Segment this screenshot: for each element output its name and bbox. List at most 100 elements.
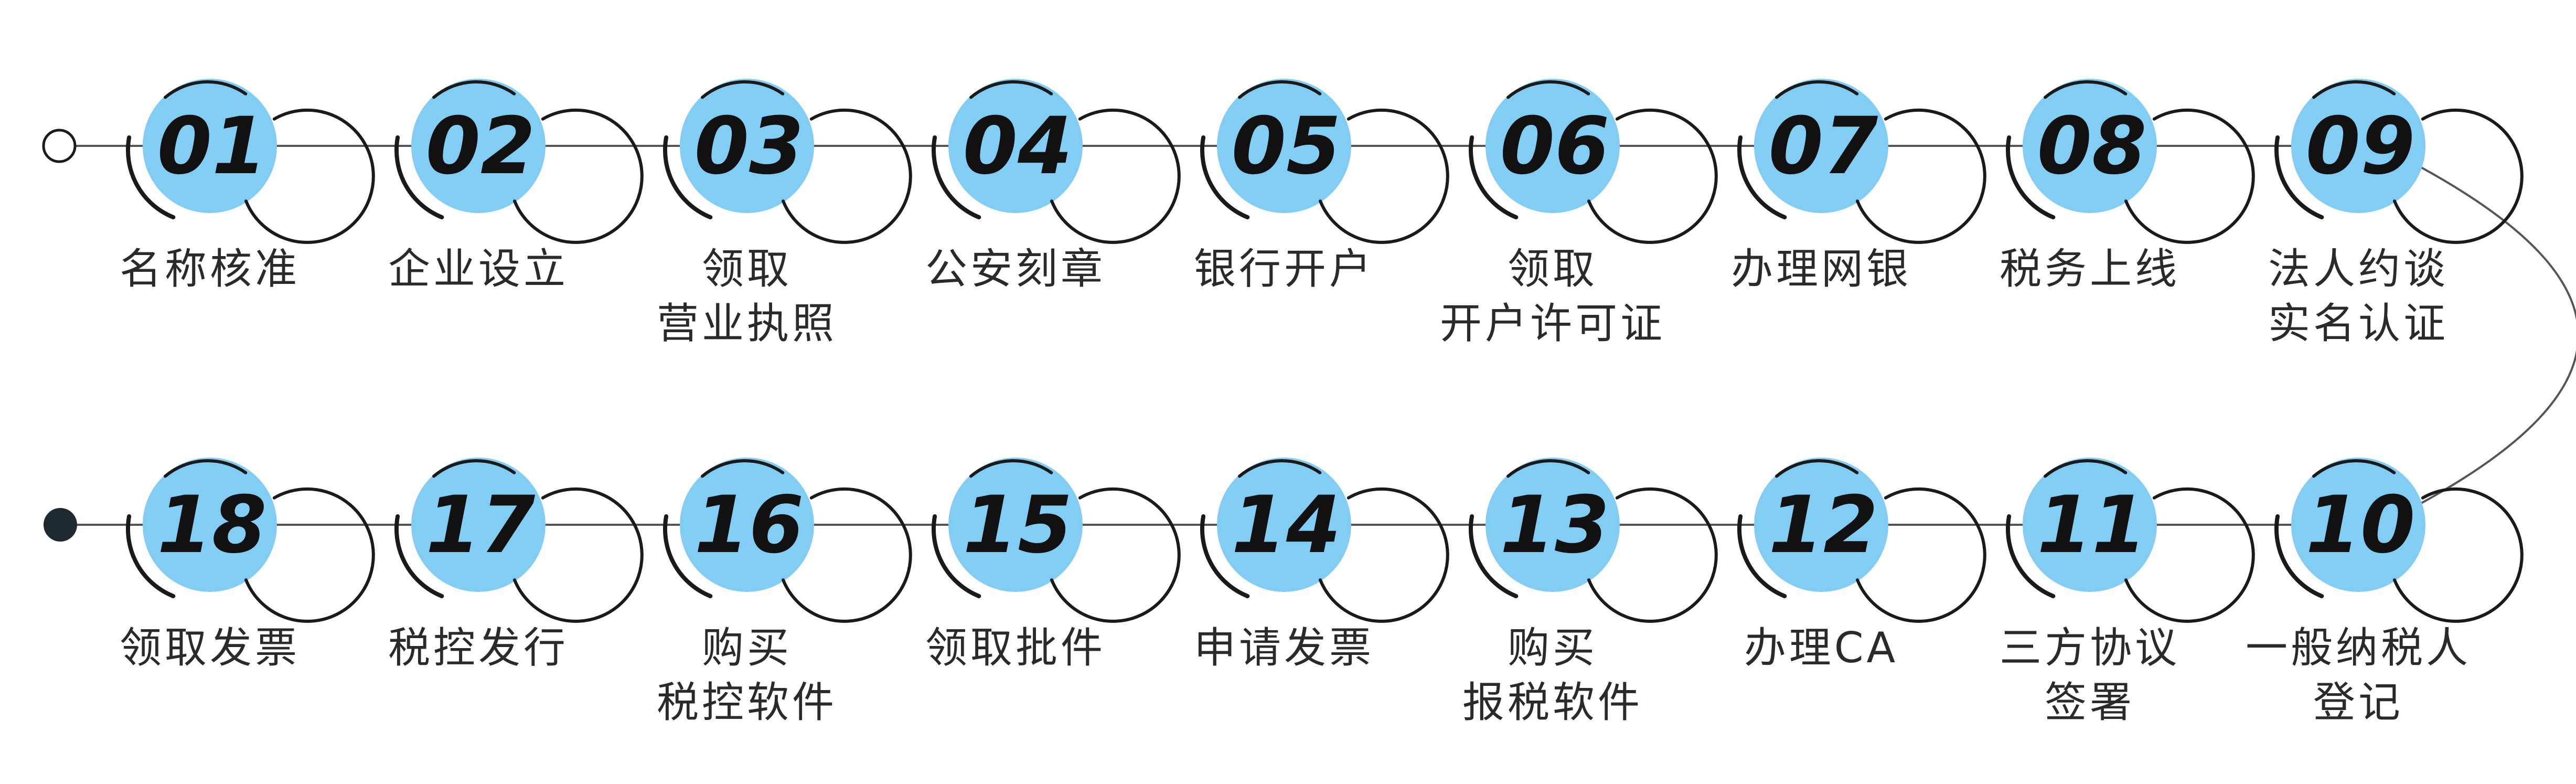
- brush-arc-left: [1737, 514, 1787, 598]
- step-number: 04: [963, 101, 1073, 192]
- step-number: 15: [963, 480, 1073, 571]
- step-number: 11: [2037, 480, 2147, 571]
- brush-arc-left: [2006, 514, 2056, 598]
- step-label-line: 购买: [702, 623, 792, 672]
- step-number: 03: [694, 101, 804, 192]
- brush-arc-left: [2274, 514, 2324, 598]
- step-number: 08: [2037, 101, 2147, 192]
- step-label-line: 报税软件: [1462, 678, 1643, 727]
- brush-arc-top: [1506, 459, 1590, 478]
- steps-layer: 01名称核准02企业设立03领取营业执照04公安刻章05银行开户06领取开户许可…: [120, 79, 2524, 727]
- step-label-line: 法人约谈: [2268, 245, 2449, 293]
- brush-arc-top: [1775, 80, 1859, 99]
- step-circle: [948, 458, 1083, 592]
- brush-arc-right: [1319, 487, 1449, 623]
- brush-arc-top: [2044, 459, 2128, 478]
- step-circle: [680, 458, 814, 592]
- step-circle: [1754, 458, 1888, 592]
- step-14: 14 申请发票: [1194, 458, 1449, 672]
- step-label-line: 签署: [2045, 678, 2135, 727]
- brush-arc-left: [1737, 135, 1787, 219]
- brush-arc-top: [701, 80, 785, 99]
- brush-arc-right: [244, 108, 375, 244]
- step-label-line: 办理网银: [1731, 245, 1911, 293]
- brush-arc-left: [2274, 135, 2324, 219]
- brush-arc-top: [432, 459, 516, 478]
- brush-arc-right: [2393, 108, 2524, 244]
- step-number: 14: [1232, 480, 1341, 571]
- step-circle: [680, 79, 814, 213]
- step-15: 15 领取批件: [925, 458, 1181, 672]
- step-label-line: 税务上线: [2000, 245, 2180, 293]
- step-circle: [1217, 458, 1351, 592]
- step-number: 02: [426, 101, 536, 192]
- row-turn-curve: [2420, 166, 2576, 505]
- brush-arc-top: [1775, 459, 1859, 478]
- brush-arc-left: [932, 135, 981, 219]
- brush-arc-top: [701, 459, 785, 478]
- brush-arc-left: [1469, 135, 1519, 219]
- step-number: 17: [426, 480, 536, 571]
- brush-arc-left: [394, 135, 444, 219]
- step-label-line: 税控发行: [388, 623, 569, 672]
- brush-arc-top: [1238, 80, 1322, 99]
- step-label-line: 一般纳税人: [2246, 623, 2471, 672]
- brush-arc-left: [2006, 135, 2056, 219]
- brush-arc-top: [164, 459, 248, 478]
- brush-arc-top: [2044, 80, 2128, 99]
- brush-arc-left: [1200, 135, 1250, 219]
- step-circle: [1485, 79, 1620, 213]
- brush-arc-left: [932, 514, 981, 598]
- step-circle: [1485, 458, 1620, 592]
- brush-arc-left: [126, 514, 176, 598]
- step-circle: [2291, 458, 2425, 592]
- step-number: 07: [1769, 101, 1878, 192]
- step-label-line: 营业执照: [657, 299, 837, 348]
- brush-arc-right: [782, 108, 912, 244]
- step-label-line: 领取批件: [925, 623, 1106, 672]
- brush-arc-right: [1856, 487, 1986, 623]
- step-circle: [411, 79, 546, 213]
- step-label-line: 银行开户: [1194, 245, 1374, 293]
- brush-arc-right: [2124, 487, 2255, 623]
- step-07: 07 办理网银: [1731, 79, 1986, 293]
- step-08: 08 税务上线: [2000, 79, 2255, 293]
- step-label-line: 办理CA: [1744, 623, 1899, 672]
- step-label-line: 申请发票: [1194, 623, 1374, 672]
- brush-arc-left: [663, 135, 713, 219]
- brush-arc-right: [513, 108, 644, 244]
- brush-arc-right: [1050, 487, 1181, 623]
- brush-arc-left: [1469, 514, 1519, 598]
- step-12: 12 办理CA: [1737, 458, 1986, 672]
- start-dot: [42, 129, 77, 163]
- brush-arc-top: [2312, 80, 2396, 99]
- brush-arc-left: [663, 514, 713, 598]
- brush-arc-right: [1856, 108, 1986, 244]
- step-number: 18: [157, 480, 267, 571]
- step-number: 13: [1500, 480, 1610, 571]
- step-number: 10: [2306, 480, 2415, 571]
- step-circle: [2023, 79, 2157, 213]
- step-number: 12: [1769, 480, 1878, 571]
- step-number: 09: [2306, 101, 2415, 192]
- brush-arc-top: [969, 459, 1053, 478]
- step-label-line: 实名认证: [2268, 299, 2449, 348]
- brush-arc-right: [1587, 108, 1718, 244]
- step-label-line: 购买: [1508, 623, 1598, 672]
- brush-arc-right: [1050, 108, 1181, 244]
- step-circle: [143, 79, 277, 213]
- step-number: 06: [1500, 101, 1610, 192]
- brush-arc-right: [513, 487, 644, 623]
- step-label-line: 领取: [1508, 245, 1598, 293]
- step-label-line: 开户许可证: [1440, 299, 1665, 348]
